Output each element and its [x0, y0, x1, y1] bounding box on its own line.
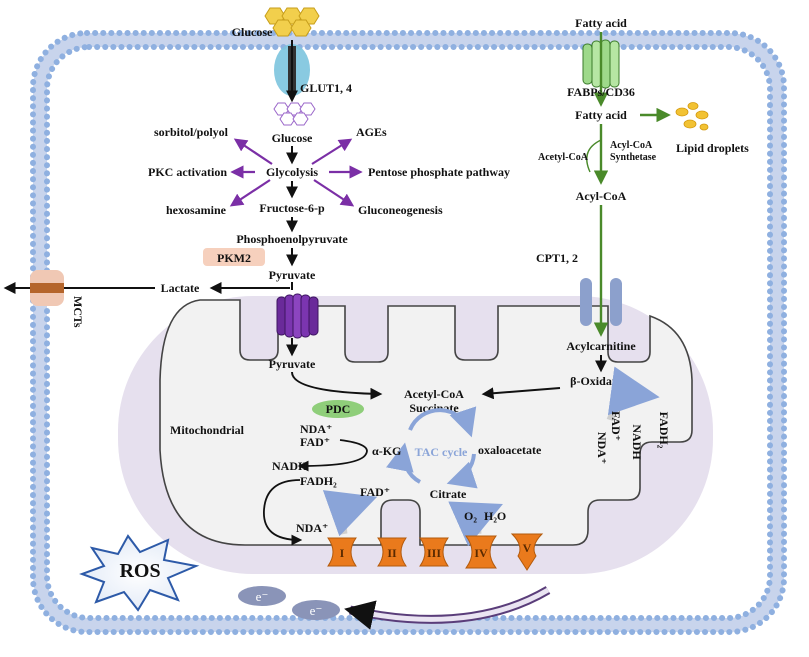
lipid-droplets-label: Lipid droplets [676, 141, 749, 155]
glycolysis-side-pathways [229, 138, 363, 207]
nda-plus-label-2: NDA⁺ [296, 521, 328, 535]
gluconeogenesis-label: Gluconeogenesis [358, 203, 443, 217]
beta-oxidation-label: β-Oxidation [570, 374, 632, 388]
phosphoenolpyruvate-label: Phosphoenolpyruvate [236, 232, 348, 246]
pdc-label: PDC [326, 402, 351, 416]
glucose-outside-label: Glucose [232, 25, 273, 39]
o2-label: O₂ [464, 509, 477, 523]
arrow-betaox-acetylcoa [481, 387, 561, 400]
fadh2-right-label: FADH₂ [657, 412, 671, 449]
glucose-hexagons-outside [264, 7, 320, 37]
complex-iii-label: III [427, 546, 441, 560]
glucose-inside-label: Glucose [272, 131, 313, 145]
pkm2-box [203, 248, 265, 266]
nadh-to-complex-arrow [263, 479, 303, 546]
acetylcoa-mito-label: Acetyl-CoA [404, 387, 464, 401]
mitochondrial-label: Mitochondrial [170, 423, 245, 437]
tac-cycle-label: TAC cycle [415, 445, 468, 459]
cpt-label: CPT1, 2 [536, 251, 578, 265]
acyl-coa-label: Acyl-CoA [576, 189, 627, 203]
nadh-right-label: NADH [630, 424, 644, 460]
citrate-label: Citrate [430, 487, 467, 501]
complex-iv [465, 535, 497, 569]
fabp-cd36-transporter [582, 39, 620, 89]
lipid-droplets-icon [675, 102, 709, 131]
acetyl-coa-small-label: Acetyl-CoA [538, 152, 589, 163]
complex-iii [419, 537, 449, 567]
fad-plus-label-1: FAD⁺ [300, 435, 330, 449]
complex-gray-arrow-2 [448, 501, 503, 547]
mct-transporter [30, 270, 64, 306]
electron-2 [292, 600, 340, 620]
electron-2-label: e⁻ [310, 603, 323, 618]
fad-plus-right-label: FAD⁺ [609, 411, 623, 441]
fructose-6-p-label: Fructose-6-p [259, 201, 325, 215]
nda-plus-right-label: NDA⁺ [595, 432, 609, 464]
inner-mitochondrial-membrane [159, 299, 693, 546]
ros-label: ROS [119, 560, 160, 582]
lactate-label: Lactate [161, 281, 200, 295]
complex-ii-label: II [387, 546, 397, 560]
pyruvate-mito-label: Pyruvate [269, 357, 316, 371]
tac-cycle [386, 406, 478, 489]
arrow-pyruvate-acetylcoa [291, 371, 383, 400]
glycolysis-label: Glycolysis [266, 165, 318, 179]
pdc-oval [312, 400, 364, 418]
akg-loop-arrow [297, 439, 368, 472]
electron-1-label: e⁻ [256, 589, 269, 604]
glucose-hexagons-inside [273, 102, 316, 126]
acylcarnitine-label: Acylcarnitine [566, 339, 636, 353]
complex-iv-label: IV [474, 546, 488, 560]
pyruvate-cytosol-label: Pyruvate [269, 268, 316, 282]
fatty-acid-inside-label: Fatty acid [575, 108, 627, 122]
betaox-gray-arrow [606, 366, 660, 422]
nadh-label-1: NADH [272, 459, 308, 473]
complex-v [510, 533, 544, 571]
cpt-transporter [580, 278, 622, 326]
acyl-coa-synthetase-label-2: Synthetase [610, 152, 657, 163]
complex-v-label: V [523, 541, 532, 555]
hexosamine-label: hexosamine [166, 203, 227, 217]
mitochondrial-pyruvate-carrier [276, 293, 319, 339]
pkc-activation-label: PKC activation [148, 165, 227, 179]
complex-ii [377, 537, 407, 567]
electron-1 [238, 586, 286, 606]
electron-transport-chain [327, 533, 544, 571]
acyl-coa-synthetase-side-arrow [586, 139, 602, 173]
glut-label: GLUT1, 4 [300, 81, 352, 95]
pkm2-label: PKM2 [217, 251, 251, 265]
mitochondrion [118, 296, 713, 574]
ros-burst [79, 534, 200, 612]
fatty-acid-outside-label: Fatty acid [575, 16, 627, 30]
ages-label: AGEs [356, 125, 387, 139]
nda-plus-label-1: NDA⁺ [300, 422, 332, 436]
complex-i [327, 537, 357, 567]
fabps-cd36-label: FABPs/CD36 [567, 85, 635, 99]
h2o-label: H₂O [484, 509, 506, 523]
fad-plus-label-2: FAD⁺ [360, 485, 390, 499]
fadh2-label-1: FADH₂ [300, 474, 337, 488]
akg-label: α-KG [372, 444, 401, 458]
acyl-coa-synthetase-label-1: Acyl-CoA [610, 140, 653, 151]
pentose-phosphate-label: Pentose phosphate pathway [368, 165, 510, 179]
sorbitol-polyol-label: sorbitol/polyol [154, 125, 229, 139]
mcts-label: MCTs [71, 296, 85, 328]
complex-i-label: I [340, 546, 345, 560]
complex-gray-arrow-1 [322, 490, 378, 537]
electron-leak-arrow [344, 587, 550, 630]
oxaloacetate-label: oxaloacetate [478, 443, 542, 457]
